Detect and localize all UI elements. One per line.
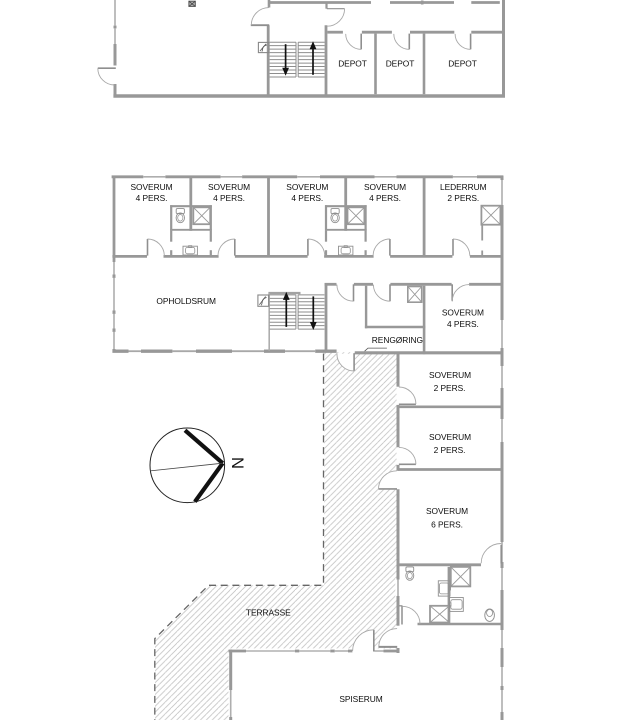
svg-text:SOVERUM: SOVERUM: [131, 182, 173, 192]
svg-text:RENGØRING: RENGØRING: [372, 335, 423, 345]
svg-text:4 PERS.: 4 PERS.: [136, 193, 168, 203]
svg-text:6 PERS.: 6 PERS.: [431, 519, 463, 529]
svg-text:DEPOT: DEPOT: [338, 59, 367, 69]
svg-text:OPHOLDSRUM: OPHOLDSRUM: [156, 296, 216, 306]
svg-text:SOVERUM: SOVERUM: [429, 370, 471, 380]
svg-text:2 PERS.: 2 PERS.: [434, 383, 466, 393]
svg-text:SOVERUM: SOVERUM: [208, 182, 250, 192]
svg-text:SOVERUM: SOVERUM: [286, 182, 328, 192]
svg-text:2 PERS.: 2 PERS.: [447, 193, 479, 203]
svg-text:4 PERS.: 4 PERS.: [291, 193, 323, 203]
svg-text:DEPOT: DEPOT: [386, 59, 415, 69]
svg-text:4 PERS.: 4 PERS.: [213, 193, 245, 203]
svg-text:TERRASSE: TERRASSE: [246, 608, 291, 618]
svg-text:SOVERUM: SOVERUM: [364, 182, 406, 192]
svg-text:LEDERRUM: LEDERRUM: [440, 182, 487, 192]
svg-text:SOVERUM: SOVERUM: [426, 506, 468, 516]
svg-text:DEPOT: DEPOT: [448, 59, 477, 69]
svg-text:4 PERS.: 4 PERS.: [369, 193, 401, 203]
svg-text:SOVERUM: SOVERUM: [429, 432, 471, 442]
svg-text:2 PERS.: 2 PERS.: [434, 445, 466, 455]
svg-text:SPISERUM: SPISERUM: [339, 694, 382, 704]
svg-text:4 PERS.: 4 PERS.: [447, 319, 479, 329]
svg-text:N: N: [228, 457, 246, 469]
svg-text:SOVERUM: SOVERUM: [442, 308, 484, 318]
